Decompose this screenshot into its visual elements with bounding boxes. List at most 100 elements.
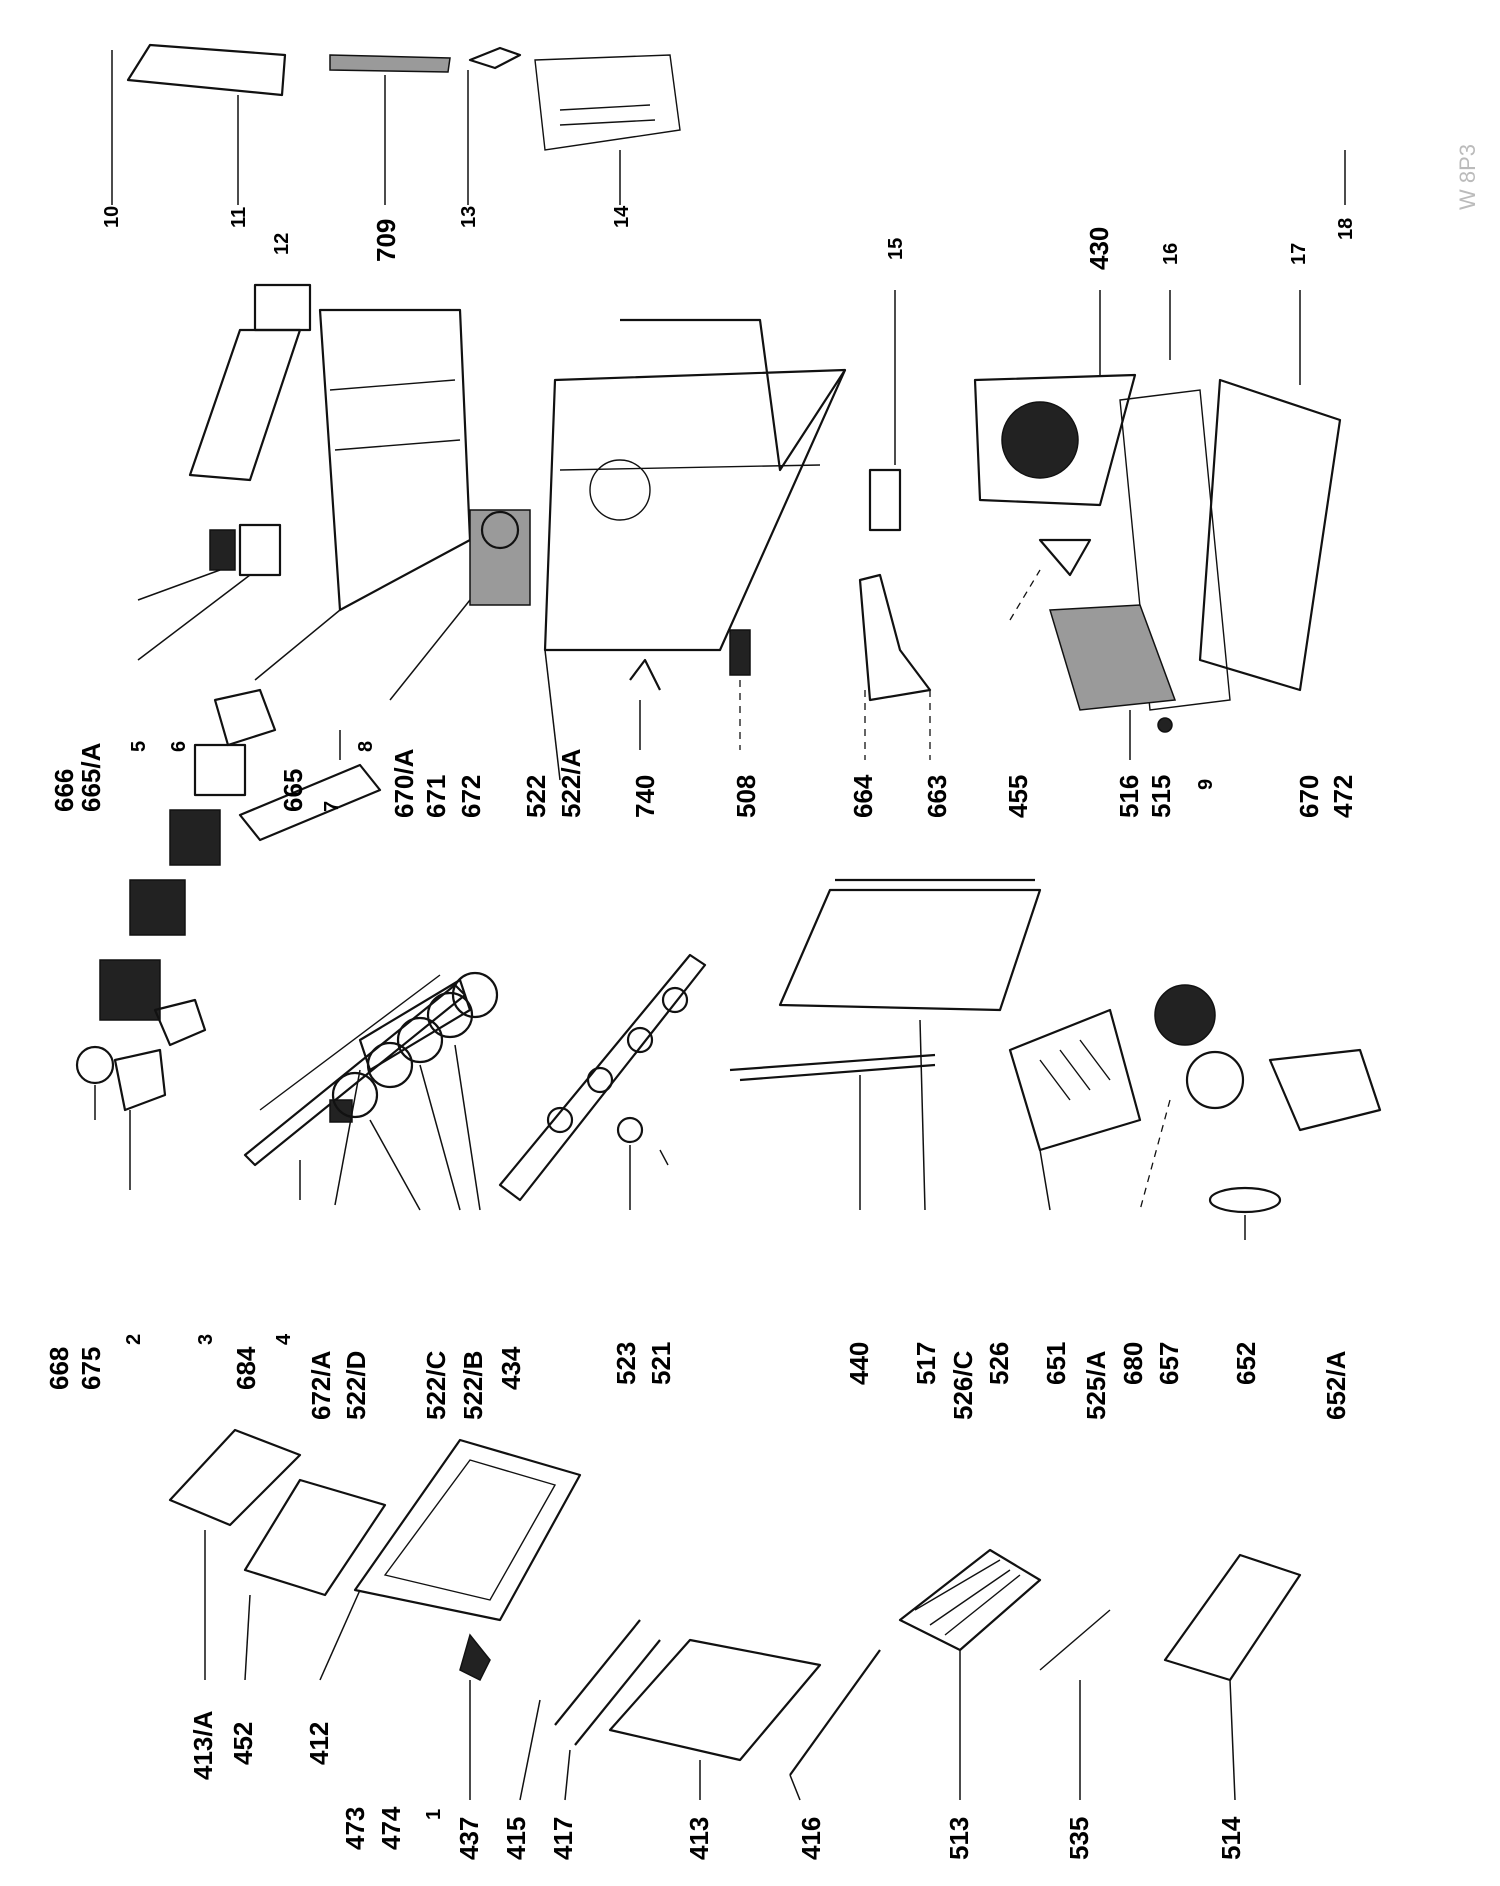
callout-430: 430 (1084, 227, 1114, 270)
callout-535: 535 (1064, 1817, 1094, 1860)
callout-452: 452 (228, 1722, 258, 1765)
callout-672A: 672/A (306, 1350, 336, 1420)
part-413A-glass (168, 1428, 302, 1680)
callout-9: 9 (1195, 779, 1217, 790)
callout-516: 516 (1114, 775, 1144, 818)
callout-8: 8 (355, 741, 377, 752)
part-675-knob (75, 1045, 115, 1120)
part-430-fan-plate (973, 290, 1137, 507)
part-664-663-hinge (858, 573, 932, 760)
callout-684: 684 (231, 1346, 261, 1390)
part-14-frame (534, 54, 681, 205)
part-680-657-fan (1139, 984, 1382, 1211)
callout-652A: 652/A (1321, 1350, 1351, 1420)
part-413-door-panel (608, 1638, 822, 1800)
callout-515: 515 (1146, 775, 1176, 818)
callout-434: 434 (496, 1346, 526, 1390)
callout-522: 522 (521, 775, 551, 818)
callout-526: 526 (984, 1342, 1014, 1385)
part-416-strip (789, 1649, 881, 1801)
callout-668: 668 (44, 1347, 74, 1390)
part-514-tray (1163, 1553, 1302, 1801)
callout-670A: 670/A (389, 748, 419, 818)
part-651-heating-element (1008, 1008, 1142, 1211)
callout-522A: 522/A (556, 748, 586, 818)
callout-5: 5 (128, 741, 150, 752)
callout-455: 455 (1003, 775, 1033, 818)
part-452-inner-glass (243, 1478, 387, 1681)
callout-665: 665 (278, 769, 308, 812)
part-652-seal (1208, 1186, 1282, 1240)
part-2-3-brackets (113, 998, 207, 1190)
callout-440: 440 (844, 1342, 874, 1385)
callout-473: 473 (340, 1807, 370, 1850)
callout-474: 474 (376, 1806, 406, 1850)
callout-651: 651 (1041, 1342, 1071, 1385)
callout-666: 666 (49, 769, 79, 812)
callout-709: 709 (371, 219, 401, 262)
callout-415: 415 (501, 1817, 531, 1860)
part-434-front-panel (498, 953, 707, 1202)
callout-2: 2 (123, 1334, 145, 1345)
callout-526C: 526/C (948, 1350, 978, 1420)
part-665-terminal-block (213, 688, 277, 747)
callout-508: 508 (731, 775, 761, 818)
part-12-cover (188, 283, 312, 482)
callout-12: 12 (271, 233, 293, 255)
callout-7: 7 (321, 801, 343, 812)
callout-437: 437 (454, 1817, 484, 1860)
callout-664: 664 (848, 774, 878, 818)
callout-18: 18 (1335, 218, 1357, 240)
callout-665A: 665/A (76, 742, 106, 812)
callout-513: 513 (944, 1817, 974, 1860)
callout-671: 671 (421, 775, 451, 818)
callout-1: 1 (423, 1809, 445, 1820)
callout-523: 523 (611, 1342, 641, 1385)
part-709-bar (329, 54, 451, 205)
part-415-417-strips (519, 1619, 661, 1801)
callout-413: 413 (684, 1817, 714, 1860)
callout-680: 680 (1118, 1342, 1148, 1385)
callout-16: 16 (1160, 243, 1182, 265)
part-15-rail (868, 290, 902, 532)
part-523-521-fittings (616, 1116, 669, 1210)
callout-4: 4 (273, 1333, 295, 1345)
part-11-panel (126, 43, 287, 205)
callout-522B: 522/B (458, 1351, 488, 1420)
callout-522D: 522/D (341, 1351, 371, 1420)
part-412-door-frame (319, 1438, 582, 1681)
callout-672: 672 (456, 775, 486, 818)
part-740-clip (629, 658, 661, 750)
callout-3: 3 (195, 1334, 217, 1345)
callout-412: 412 (304, 1722, 334, 1765)
callout-11: 11 (228, 207, 250, 228)
callout-514: 514 (1216, 1816, 1246, 1860)
callout-6: 6 (168, 741, 190, 752)
callout-17: 17 (1288, 243, 1310, 265)
part-437-hinge (459, 1633, 491, 1800)
callout-740: 740 (630, 775, 660, 818)
part-517-frame (778, 878, 1042, 1211)
part-672A-panel-frame (334, 978, 472, 1206)
callout-517: 517 (911, 1342, 941, 1385)
part-13-bracket (467, 46, 522, 205)
callout-675: 675 (76, 1347, 106, 1390)
callout-652: 652 (1231, 1342, 1261, 1385)
part-522-knobs (331, 971, 499, 1211)
part-7-control-bar (238, 730, 382, 842)
callout-417: 417 (548, 1817, 578, 1860)
part-535-guide (1039, 1609, 1111, 1800)
callout-522C: 522/C (421, 1350, 451, 1420)
callout-413A: 413/A (188, 1710, 218, 1780)
callout-13: 13 (458, 206, 480, 228)
callout-416: 416 (796, 1817, 826, 1860)
callout-472: 472 (1328, 775, 1358, 818)
callout-670: 670 (1294, 775, 1324, 818)
callout-15: 15 (885, 238, 907, 260)
part-670A-motor (389, 509, 531, 701)
part-4-control-panel (243, 974, 467, 1200)
part-516-515-heater (1049, 604, 1177, 760)
part-508-latch (729, 629, 751, 750)
